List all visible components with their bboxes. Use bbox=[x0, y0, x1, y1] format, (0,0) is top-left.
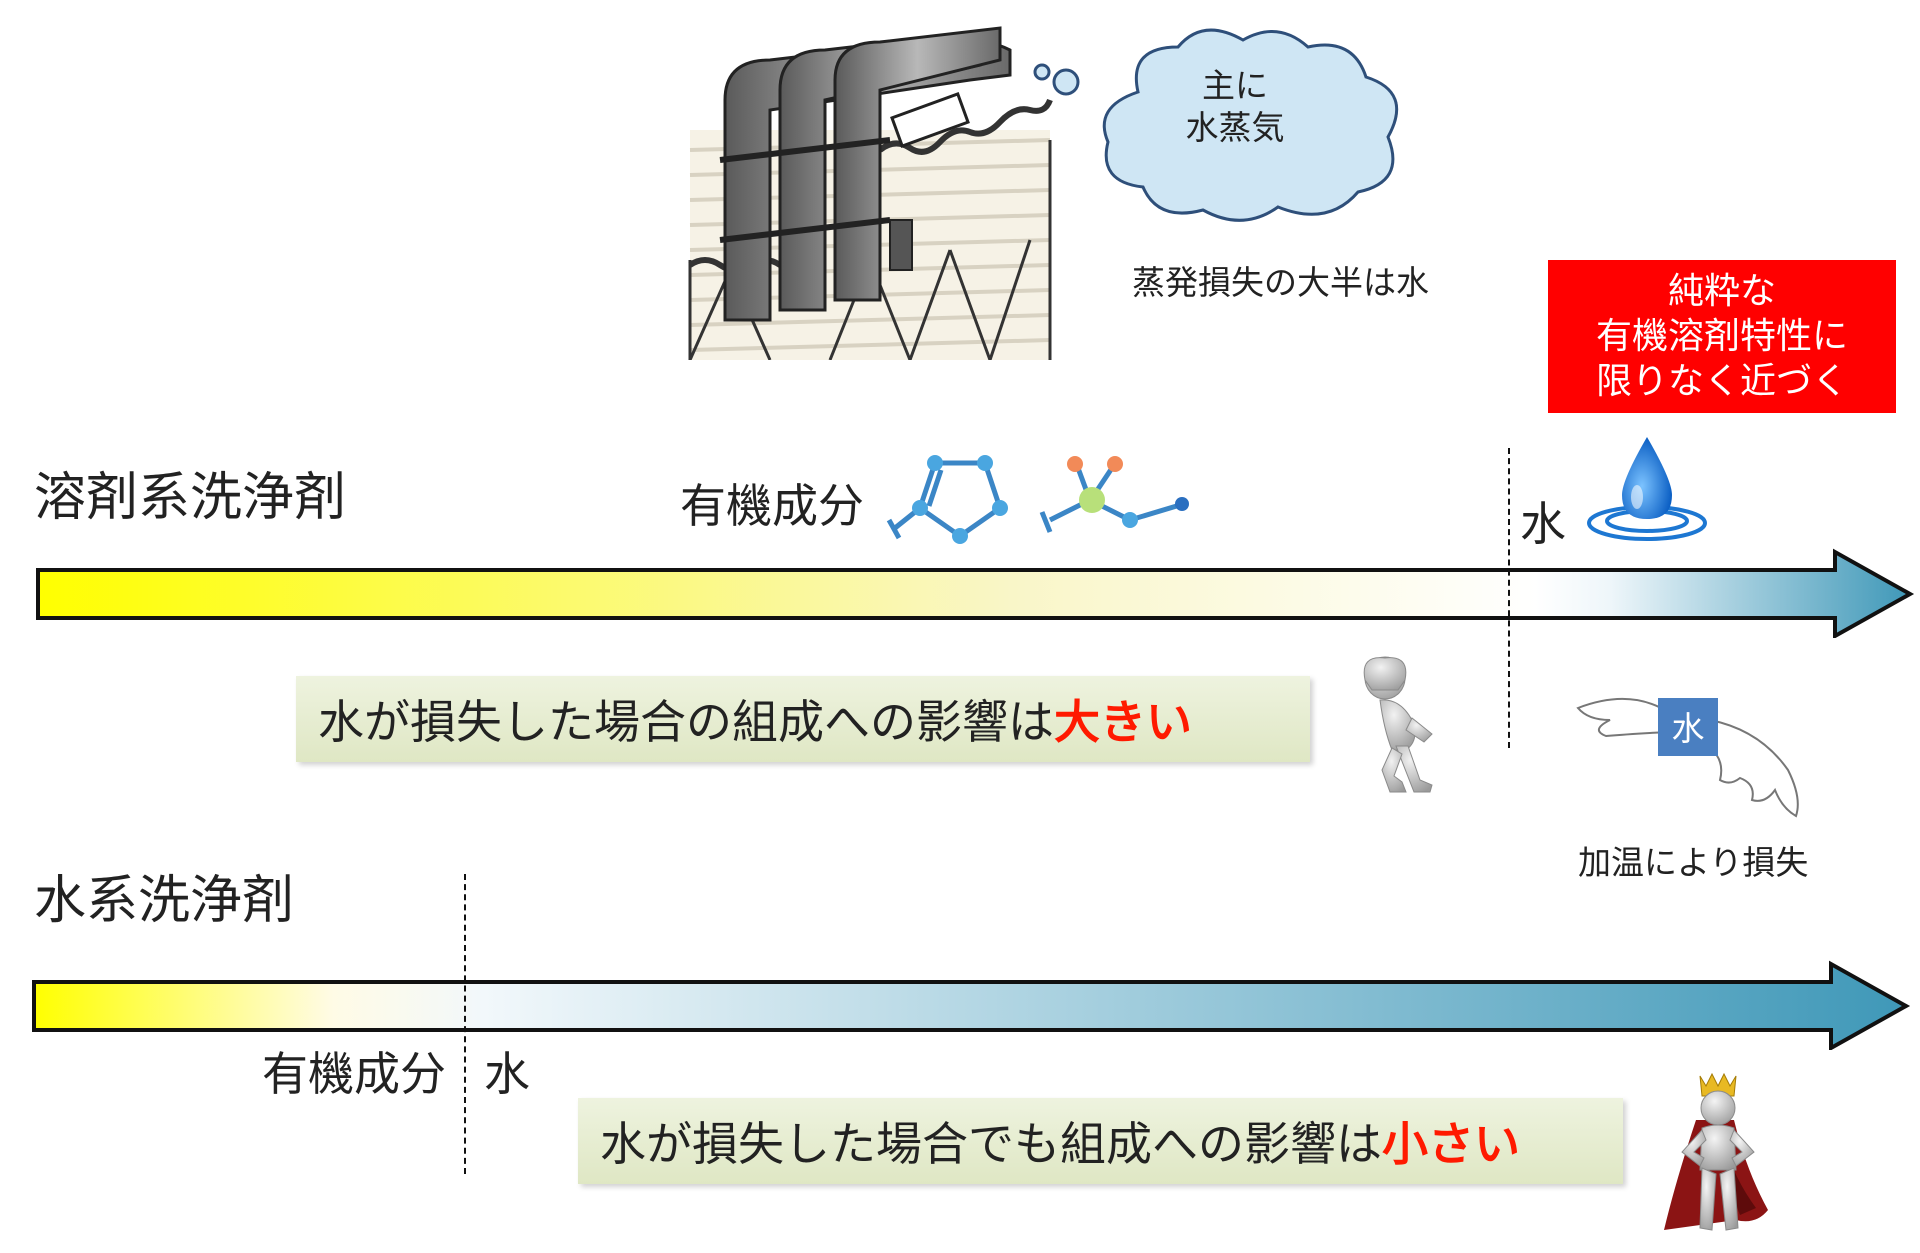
solvent-organic-label: 有機成分 bbox=[680, 479, 864, 533]
heating-loss-caption: 加温により損失 bbox=[1578, 843, 1809, 882]
worried-person-icon bbox=[1363, 656, 1433, 793]
solvent-callout-text: 水が損失した場合の組成への影響は bbox=[318, 695, 1054, 749]
aqueous-callout-text: 水が損失した場合でも組成への影響は bbox=[600, 1117, 1382, 1171]
solvent-callout-emphasis: 大きい bbox=[1054, 695, 1192, 749]
winged-water-icon bbox=[1576, 698, 1799, 818]
aqueous-cleaner-title: 水系洗浄剤 bbox=[34, 871, 295, 931]
crowned-king-icon bbox=[1664, 1072, 1768, 1231]
solvent-water-label: 水 bbox=[1520, 497, 1566, 551]
evaporation-caption: 蒸発損失の大半は水 bbox=[1132, 263, 1429, 302]
cooling-tower-icon bbox=[688, 26, 1053, 360]
solvent-cleaner-title: 溶剤系洗浄剤 bbox=[34, 468, 347, 528]
solvent-divider-line bbox=[1508, 448, 1510, 748]
bubble-line-2: 水蒸気 bbox=[1185, 108, 1285, 147]
notice-line-2: 有機溶剤特性に bbox=[1595, 316, 1848, 357]
thought-cloud-icon bbox=[1033, 28, 1399, 222]
solvent-impact-callout: 水が損失した場合の組成への影響は大きい bbox=[296, 676, 1310, 762]
aqueous-divider-line bbox=[464, 874, 466, 1174]
water-drop-icon bbox=[1587, 437, 1707, 541]
bubble-line-1: 主に bbox=[1202, 66, 1268, 105]
pure-solvent-notice: 純粋な 有機溶剤特性に 限りなく近づく bbox=[1548, 260, 1896, 413]
notice-line-1: 純粋な bbox=[1667, 271, 1776, 312]
notice-line-3: 限りなく近づく bbox=[1595, 361, 1848, 402]
flying-water-label: 水 bbox=[1671, 709, 1705, 748]
solvent-composition-arrow bbox=[36, 548, 1915, 638]
molecule-ring-icon bbox=[886, 455, 1008, 544]
aqueous-water-label: 水 bbox=[484, 1047, 530, 1101]
molecule-chain-icon bbox=[1039, 456, 1189, 533]
aqueous-organic-label: 有機成分 bbox=[262, 1047, 446, 1101]
thought-cloud-text: 主に 水蒸気 bbox=[1160, 65, 1310, 149]
aqueous-impact-callout: 水が損失した場合でも組成への影響は小さい bbox=[578, 1098, 1623, 1184]
aqueous-composition-arrow bbox=[32, 960, 1911, 1050]
aqueous-callout-emphasis: 小さい bbox=[1382, 1117, 1520, 1171]
